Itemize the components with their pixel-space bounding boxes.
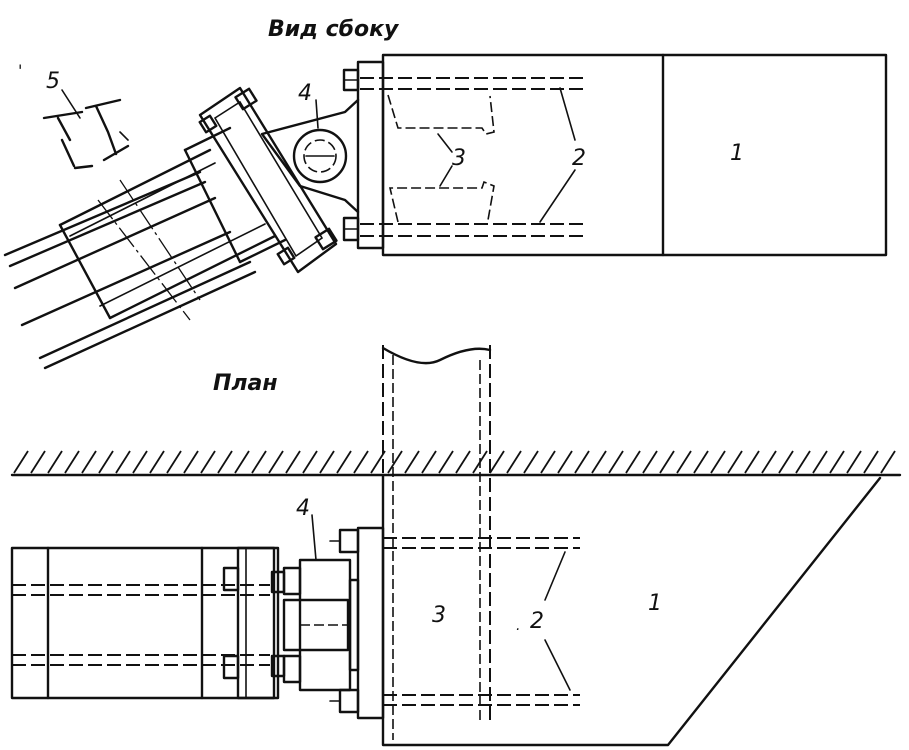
side-bolts xyxy=(342,68,360,242)
plan-dashed-column xyxy=(381,345,492,745)
hatch-stroke xyxy=(557,450,573,474)
hatch-stroke xyxy=(642,450,658,474)
hatch-stroke xyxy=(132,450,148,474)
hatch-stroke xyxy=(574,450,590,474)
plan-flange-plate xyxy=(356,526,385,720)
side-label-4: 4 xyxy=(298,81,312,106)
hatch-stroke xyxy=(778,450,794,474)
side-inclined-jack xyxy=(3,98,287,370)
hatch-stroke xyxy=(353,450,369,474)
hatch-stroke xyxy=(489,450,505,474)
plan-label-3: 3 xyxy=(432,603,446,628)
plan-leaders xyxy=(311,514,571,691)
hatch-stroke xyxy=(863,450,879,474)
side-dashed-channels xyxy=(387,94,495,223)
hatch-stroke xyxy=(149,450,165,474)
plan-view: План xyxy=(10,345,902,747)
hatch-stroke xyxy=(727,450,743,474)
plan-jack-body xyxy=(10,546,286,700)
side-label-5: 5 xyxy=(46,69,60,94)
hatch-stroke xyxy=(795,450,811,474)
hatch-stroke xyxy=(387,450,403,474)
hatch-stroke xyxy=(710,450,726,474)
side-inclined-flange xyxy=(198,86,338,274)
hatch-stroke xyxy=(200,450,216,474)
plan-bolts xyxy=(329,528,360,714)
hatch-stroke xyxy=(404,450,420,474)
hatch-stroke xyxy=(64,450,80,474)
hatch-stroke xyxy=(217,450,233,474)
plan-label-2: 2 xyxy=(530,609,544,634)
hatch-stroke xyxy=(676,450,692,474)
hatch-stroke xyxy=(693,450,709,474)
side-label-2: 2 xyxy=(572,146,586,171)
hatch-stroke xyxy=(234,450,250,474)
side-label-3: 3 xyxy=(452,146,466,171)
side-tick-mark: ' xyxy=(18,61,22,80)
hatch-stroke xyxy=(319,450,335,474)
hatch-stroke xyxy=(846,450,862,474)
hatch-stroke xyxy=(115,450,131,474)
hatch-stroke xyxy=(625,450,641,474)
hatch-stroke xyxy=(880,450,896,474)
hatch-stroke xyxy=(285,450,301,474)
hatch-stroke xyxy=(166,450,182,474)
hatch-stroke xyxy=(421,450,437,474)
hatch-stroke xyxy=(336,450,352,474)
side-hinge xyxy=(260,98,360,214)
hatch-stroke xyxy=(523,450,539,474)
hatch-stroke xyxy=(829,450,845,474)
hatch-stroke xyxy=(540,450,556,474)
plan-dashed-rails xyxy=(383,537,580,706)
hatch-stroke xyxy=(761,450,777,474)
hatch-stroke xyxy=(81,450,97,474)
plan-dot-mark: . xyxy=(516,618,520,634)
hatch-stroke xyxy=(744,450,760,474)
hatch-stroke xyxy=(98,450,114,474)
hatch-stroke xyxy=(183,450,199,474)
hatch-stroke xyxy=(30,450,46,474)
hatch-stroke xyxy=(268,450,284,474)
side-flange-plate xyxy=(356,60,385,250)
hatch-stroke xyxy=(370,450,386,474)
hatch-stroke xyxy=(506,450,522,474)
ground-hatch xyxy=(10,450,902,477)
hatch-stroke xyxy=(13,450,29,474)
plan-label-4: 4 xyxy=(296,496,310,521)
plan-title: План xyxy=(213,371,278,396)
side-view-title: Вид сбоку xyxy=(268,17,400,42)
hatch-stroke xyxy=(591,450,607,474)
hatch-stroke xyxy=(812,450,828,474)
hatch-stroke xyxy=(302,450,318,474)
plan-hinge xyxy=(282,558,360,692)
hatch-stroke xyxy=(47,450,63,474)
hatch-stroke xyxy=(608,450,624,474)
side-view: Вид сбоку xyxy=(3,17,888,370)
hatch-stroke xyxy=(251,450,267,474)
hatch-stroke xyxy=(455,450,471,474)
side-leaders xyxy=(61,87,576,223)
hatch-stroke xyxy=(438,450,454,474)
hatch-stroke xyxy=(659,450,675,474)
side-dashed-rails xyxy=(360,77,585,237)
plan-label-1: 1 xyxy=(648,591,662,616)
side-label-1: 1 xyxy=(730,141,744,166)
